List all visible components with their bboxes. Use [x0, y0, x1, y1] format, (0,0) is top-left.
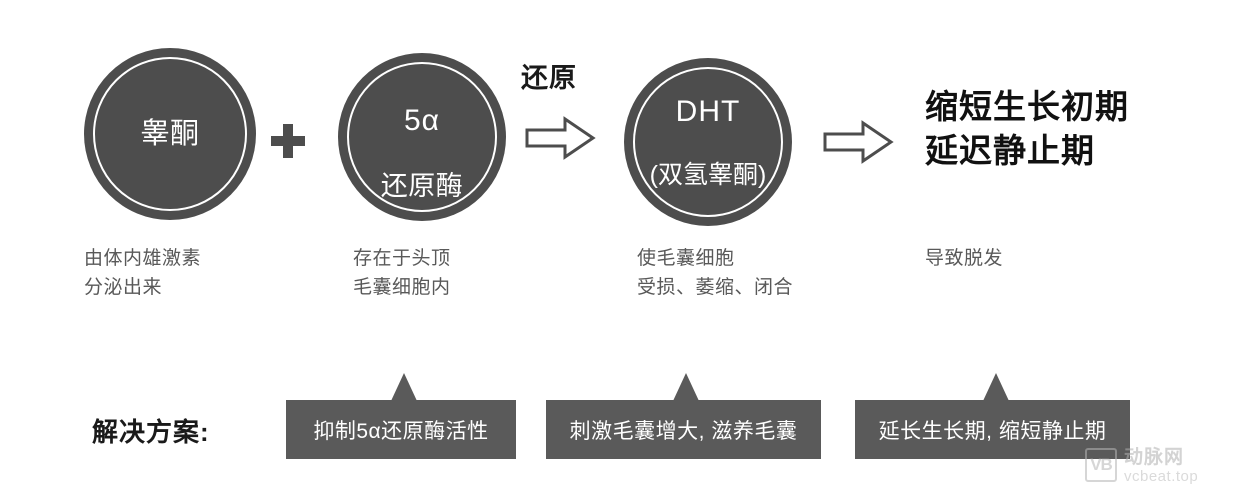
node-dht-label-top: DHT [675, 94, 741, 128]
solution-box-2: 刺激毛囊增大, 滋养毛囊 [546, 373, 821, 459]
node-testosterone: 睾酮 [84, 48, 256, 220]
caption-testosterone: 由体内雄激素 分泌出来 [84, 248, 202, 299]
node-five-alpha-reductase-label: 5α 还原酶 [381, 72, 464, 203]
solution-box-3: 延长生长期, 缩短静止期 [855, 373, 1130, 459]
watermark-logo-icon: VB [1085, 448, 1117, 482]
arrow-right-icon-2 [823, 120, 894, 164]
node-five-alpha-reductase-label-bottom: 还原酶 [380, 170, 464, 201]
arrow-reduction-label: 还原 [521, 63, 577, 93]
solution-box-1-text: 抑制5α还原酶活性 [313, 419, 489, 443]
watermark: VB 动脉网 vcbeat.top [1085, 448, 1198, 486]
watermark-url: vcbeat.top [1124, 467, 1199, 485]
node-dht-label-bottom: (双氢睾酮) [649, 160, 767, 189]
caption-dht: 使毛囊细胞 受损、萎缩、闭合 [637, 248, 794, 299]
pointer-triangle-icon-1 [391, 373, 417, 401]
node-five-alpha-reductase: 5α 还原酶 [338, 53, 506, 221]
pointer-triangle-icon-3 [983, 373, 1009, 401]
solution-box-1: 抑制5α还原酶活性 [286, 373, 516, 459]
outcome-heading: 缩短生长初期 延迟静止期 [925, 88, 1129, 169]
node-dht: DHT (双氢睾酮) [624, 58, 792, 226]
caption-five-alpha-reductase: 存在于头顶 毛囊细胞内 [353, 248, 451, 299]
pointer-triangle-icon-2 [673, 373, 699, 401]
arrow-right-icon-1 [525, 116, 596, 160]
watermark-brand-name: 动脉网 [1124, 447, 1185, 468]
caption-outcome: 导致脱发 [925, 248, 1004, 269]
solution-box-2-text: 刺激毛囊增大, 滋养毛囊 [569, 419, 798, 443]
node-testosterone-label: 睾酮 [140, 117, 200, 150]
watermark-texts: 动脉网 vcbeat.top [1124, 448, 1198, 486]
plus-icon [271, 124, 305, 158]
solution-row-label: 解决方案: [92, 417, 210, 447]
solution-box-3-text: 延长生长期, 缩短静止期 [878, 419, 1107, 443]
node-dht-label: DHT (双氢睾酮) [650, 62, 767, 222]
node-five-alpha-reductase-label-top: 5α [403, 104, 441, 138]
